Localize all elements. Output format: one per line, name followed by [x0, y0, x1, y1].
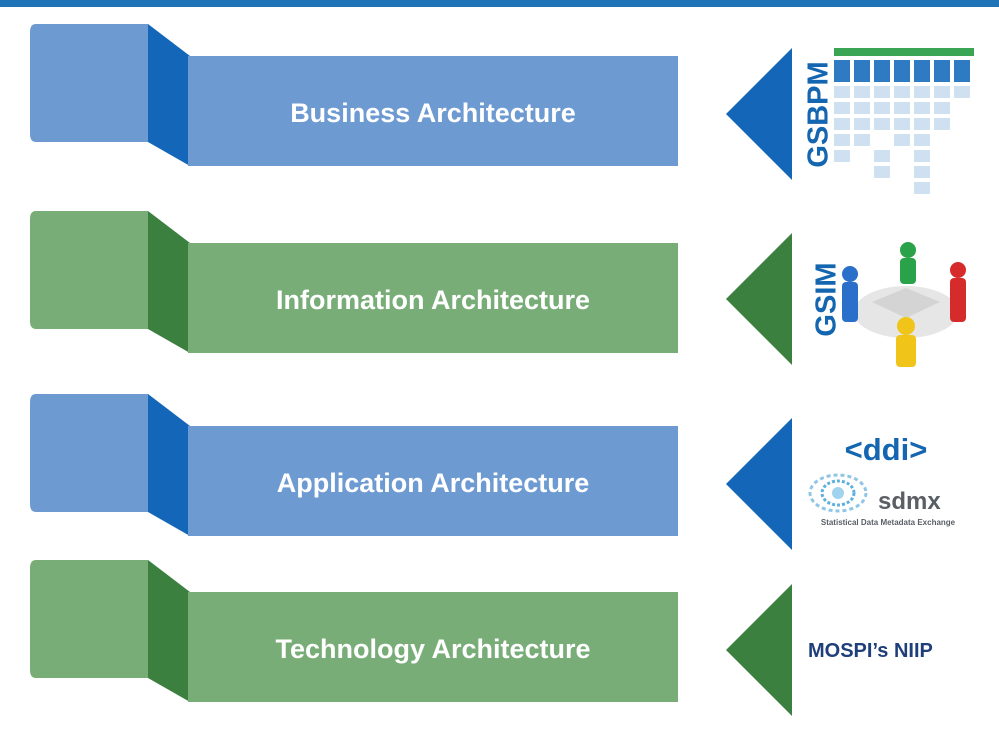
sdmx-caption: Statistical Data Metadata Exchange	[820, 518, 956, 527]
gsbpm-diagram-icon	[834, 48, 974, 194]
business-ribbon	[30, 24, 678, 166]
sdmx-label: sdmx	[878, 488, 941, 515]
application-arrow	[726, 418, 792, 550]
information-ribbon	[30, 211, 678, 353]
mospi-niip-label: MOSPI’s NIIP	[808, 640, 933, 662]
application-ribbon	[30, 394, 678, 536]
layer-technology: Technology Architecture	[0, 558, 999, 728]
business-arrow	[726, 48, 792, 180]
technology-ribbon	[30, 560, 678, 702]
information-architecture-label: Information Architecture	[275, 285, 591, 315]
puzzle-people-icon	[842, 242, 966, 367]
application-architecture-label: Application Architecture	[276, 468, 590, 498]
ddi-label: <ddi>	[844, 432, 928, 467]
layer-application: Application Architecture	[0, 392, 999, 562]
top-accent-bar	[0, 0, 999, 7]
business-architecture-label: Business Architecture	[290, 98, 576, 128]
technology-architecture-label: Technology Architecture	[275, 634, 591, 664]
technology-arrow	[726, 584, 792, 716]
layer-information: Information Architecture GSIM	[0, 209, 999, 379]
information-arrow	[726, 233, 792, 365]
sdmx-globe-icon	[808, 473, 868, 513]
layer-business: Business Architecture GSBPM	[0, 22, 999, 192]
